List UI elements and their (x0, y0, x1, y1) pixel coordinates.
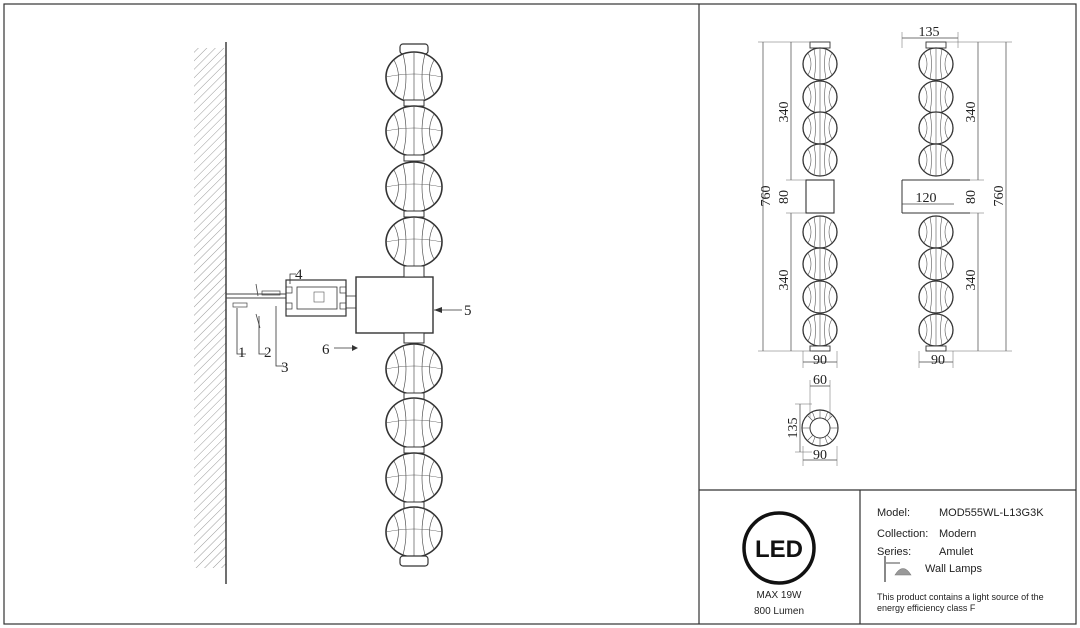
dim-side-upper: 340 (964, 102, 979, 123)
dim-front-mid: 80 (777, 190, 792, 204)
dim-top-inner: 60 (813, 373, 827, 388)
spec-table: Model: MOD555WL-L13G3K Collection: Moder… (877, 507, 1044, 613)
series-value: Amulet (939, 546, 973, 558)
model-value: MOD555WL-L13G3K (939, 507, 1044, 519)
wall-hatch (194, 48, 226, 568)
led-badge: LED MAX 19W 800 Lumen (742, 511, 816, 617)
callout-5: 5 (464, 303, 472, 319)
mounting-block (355, 276, 434, 334)
dim-top-height: 135 (786, 418, 801, 439)
sheet-border (3, 3, 1077, 625)
wall-lamp-icon (884, 556, 912, 582)
installation-view: 1 2 3 4 5 6 (194, 42, 472, 584)
side-view: 135 340 80 760 120 340 90 (901, 25, 1012, 368)
dim-side-lower: 340 (964, 270, 979, 291)
led-logo-text: LED (755, 536, 803, 563)
dim-side-width: 90 (931, 353, 945, 368)
dim-side-bracket-width: 120 (916, 191, 937, 206)
callout-1: 1 (238, 345, 246, 361)
dim-side-height: 760 (992, 186, 1007, 207)
dim-top-width: 90 (813, 448, 827, 463)
callout-4: 4 (295, 267, 303, 283)
power-rating: MAX 19W (756, 590, 802, 601)
top-view: 60 135 90 (786, 373, 839, 466)
led-logo-ring (742, 511, 816, 585)
model-key: Model: (877, 507, 910, 519)
type-value: Wall Lamps (925, 563, 983, 575)
lumen-rating: 800 Lumen (754, 606, 804, 617)
energy-note-line-2: energy efficiency class F (877, 603, 976, 613)
energy-note-line-1: This product contains a light source of … (877, 592, 1044, 602)
callout-3: 3 (281, 360, 289, 376)
collection-value: Modern (939, 528, 976, 540)
callout-6: 6 (322, 342, 330, 358)
front-view: 760 340 80 340 90 (758, 41, 838, 368)
dim-front-lower: 340 (777, 270, 792, 291)
series-key: Series: (877, 546, 911, 558)
callout-2: 2 (264, 345, 272, 361)
dim-front-width: 90 (813, 353, 827, 368)
dim-side-mid: 80 (964, 190, 979, 204)
dim-front-upper: 340 (777, 102, 792, 123)
dim-front-height: 760 (759, 186, 774, 207)
dim-side-top-width: 135 (919, 25, 940, 40)
collection-key: Collection: (877, 528, 928, 540)
